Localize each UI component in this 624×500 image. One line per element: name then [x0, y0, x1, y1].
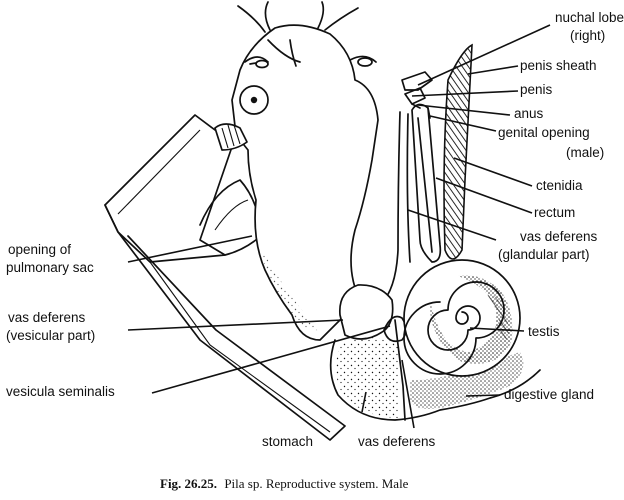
label-genital-opening-sex: (male) — [566, 145, 604, 160]
visceral-mass — [329, 339, 541, 421]
pulmonary-sac-fold — [199, 179, 263, 256]
nuchal-lobe-right — [401, 71, 433, 91]
labels: nuchal lobe (right) penis sheath penis a… — [6, 10, 624, 449]
label-vas-deferens-vesicular: vas deferens — [8, 310, 86, 325]
leader-lines — [127, 24, 551, 429]
figure-caption: Fig. 26.25. Pila sp. Reproductive system… — [160, 476, 409, 491]
label-nuchal-lobe-side: (right) — [570, 28, 605, 43]
label-vas-deferens-glandular: vas deferens — [520, 229, 598, 244]
head-body — [231, 24, 379, 341]
ctenidia-gill — [443, 43, 473, 260]
label-ctenidia: ctenidia — [536, 178, 583, 193]
label-digestive-gland: digestive gland — [504, 387, 594, 402]
vas-deferens-glandular-tube — [379, 111, 411, 306]
label-vesicula-seminalis: vesicula seminalis — [6, 384, 115, 399]
stomach-region — [336, 337, 400, 418]
snail-illustration — [104, 1, 541, 441]
label-anus: anus — [514, 106, 544, 121]
label-vas-deferens-glandular-part: (glandular part) — [498, 247, 590, 262]
mantle-skirt — [104, 204, 346, 441]
caption-number: Fig. 26.25. — [160, 476, 217, 491]
svg-text:Fig. 26.25. Pila sp. Rep: Fig. 26.25. Pila sp. Reproductive system… — [160, 476, 409, 491]
caption-text: Pila sp. Reproductive system. Male — [224, 476, 408, 491]
label-stomach: stomach — [262, 434, 313, 449]
label-vas-deferens-vesicular-part: (vesicular part) — [6, 328, 95, 343]
label-vas-deferens: vas deferens — [358, 434, 436, 449]
eye-icon — [250, 96, 258, 104]
label-opening-pulmonary-sac-2: pulmonary sac — [6, 260, 94, 275]
label-nuchal-lobe: nuchal lobe — [555, 10, 624, 25]
rectum-tube — [411, 103, 442, 263]
label-penis: penis — [520, 82, 553, 97]
label-genital-opening: genital opening — [498, 125, 590, 140]
label-testis: testis — [528, 324, 560, 339]
tentacle-right — [317, 1, 359, 31]
mantle-flap — [104, 114, 236, 263]
tentacle-left — [237, 1, 271, 33]
label-opening-pulmonary-sac: opening of — [8, 242, 71, 257]
label-penis-sheath: penis sheath — [520, 58, 597, 73]
testis-coil — [403, 259, 521, 377]
label-rectum: rectum — [534, 205, 575, 220]
